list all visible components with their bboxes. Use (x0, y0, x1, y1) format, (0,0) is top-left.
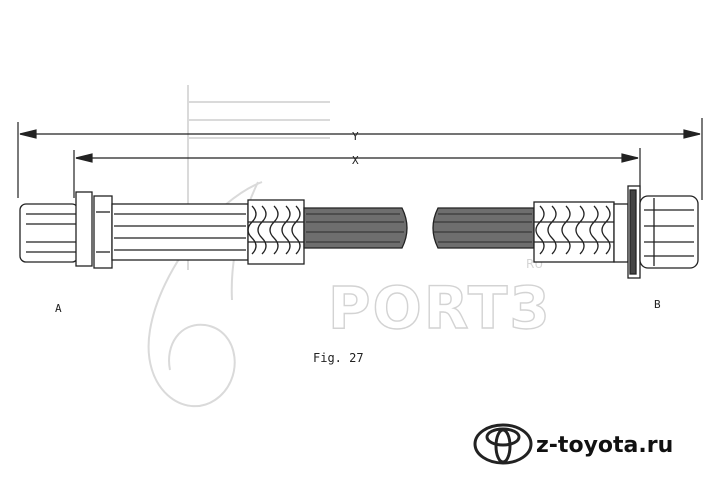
watermark: PORT3 RU (147, 85, 552, 408)
end-b-clip (629, 189, 637, 275)
end-a-collar (75, 191, 93, 267)
end-a-fitting (19, 191, 249, 269)
hose-segment-right (432, 207, 535, 249)
end-a-hex-nut (93, 195, 113, 269)
dimension-x (73, 148, 641, 198)
figure-caption: Fig. 27 (313, 351, 364, 365)
dimension-x-arrow-left (75, 153, 93, 163)
watermark-text: PORT3 (328, 274, 552, 342)
dimension-y-arrow-right (683, 129, 701, 139)
end-b-hex-body (639, 195, 699, 269)
end-b-label: B (654, 298, 661, 311)
end-b-crimp (533, 201, 615, 263)
dimension-x-label: X (352, 154, 359, 167)
end-a-crimp (247, 199, 305, 265)
dimension-y-arrow-left (19, 129, 37, 139)
watermark-logo-icon (147, 85, 330, 408)
dimension-y (17, 118, 703, 200)
end-b-fitting (613, 185, 699, 279)
dimension-y-label: Y (352, 130, 359, 143)
brand-site-text: z-toyota.ru (536, 433, 673, 458)
brand: z-toyota.ru (473, 423, 673, 465)
brake-hose (19, 185, 699, 279)
end-a-label: A (55, 302, 62, 315)
end-b-flange (613, 203, 629, 263)
hose-segment-left (303, 207, 408, 249)
end-a-body (111, 203, 249, 261)
toyota-logo-icon (473, 423, 533, 465)
dimension-x-arrow-right (621, 153, 639, 163)
